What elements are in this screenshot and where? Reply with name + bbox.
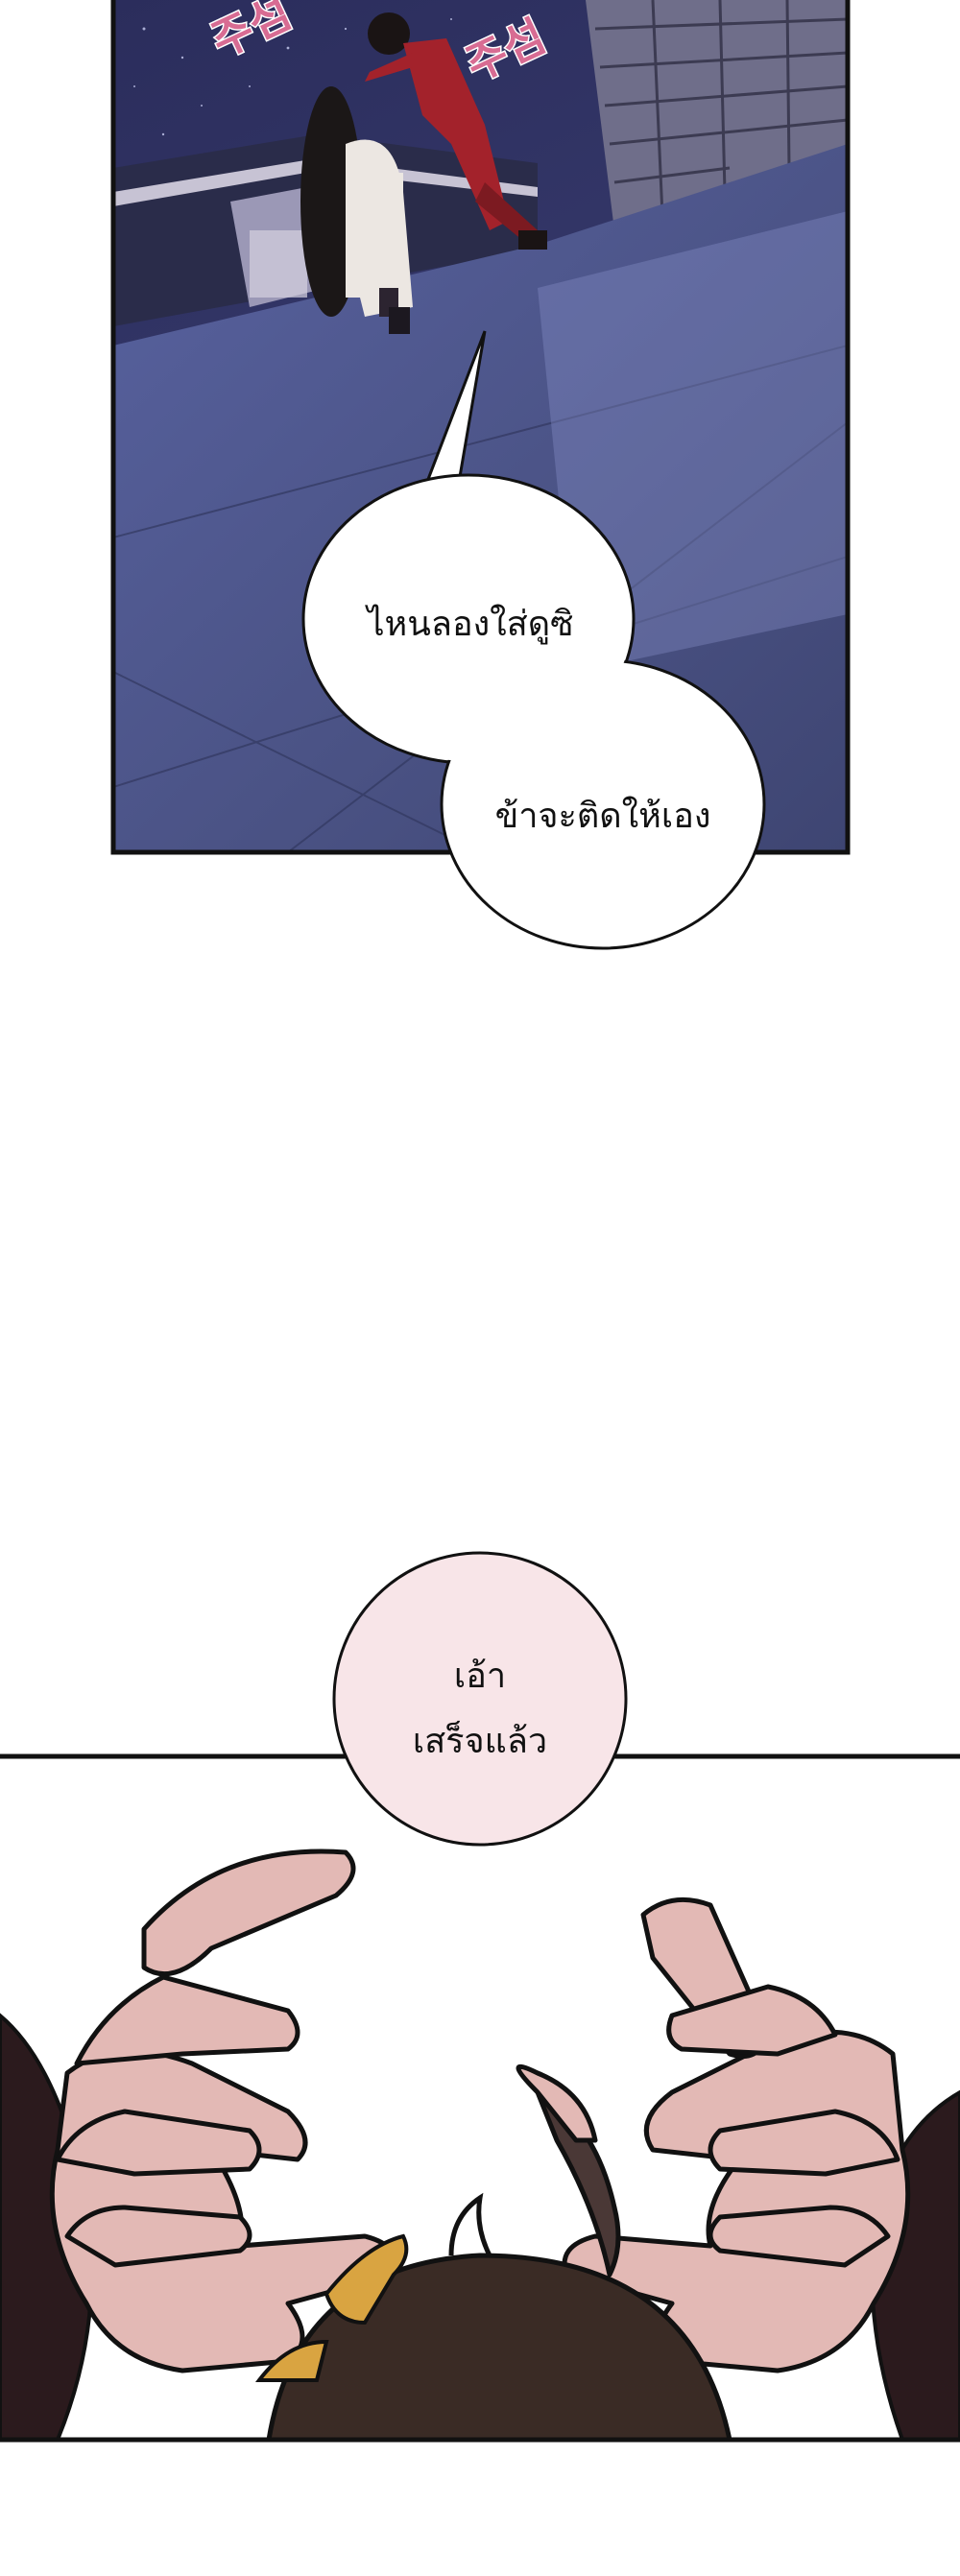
pink-bubble-line-2: เสร็จแล้ว [413,1719,547,1761]
head-hair [254,2192,732,2440]
pink-bubble-line-1: เอ้า [454,1657,506,1696]
bubble-bottom-text: ข้าจะติดให้เอง [495,796,711,836]
panel-2 [0,1756,960,2440]
left-hand [49,1849,398,2373]
speech-bubble-pink: เอ้า เสร็จแล้ว [332,1551,628,1847]
hair-ornament [324,2233,409,2326]
brick-wall [586,0,848,230]
right-hand [516,1896,911,2373]
bubble-top-text: ไหนลองใส่ดูซิ [364,604,573,645]
speech-bubble-group-1: ไหนลองใส่ดูซิ ข้าจะติดให้เอง [301,330,766,950]
figure-man [365,12,547,250]
figure-woman [300,86,413,334]
